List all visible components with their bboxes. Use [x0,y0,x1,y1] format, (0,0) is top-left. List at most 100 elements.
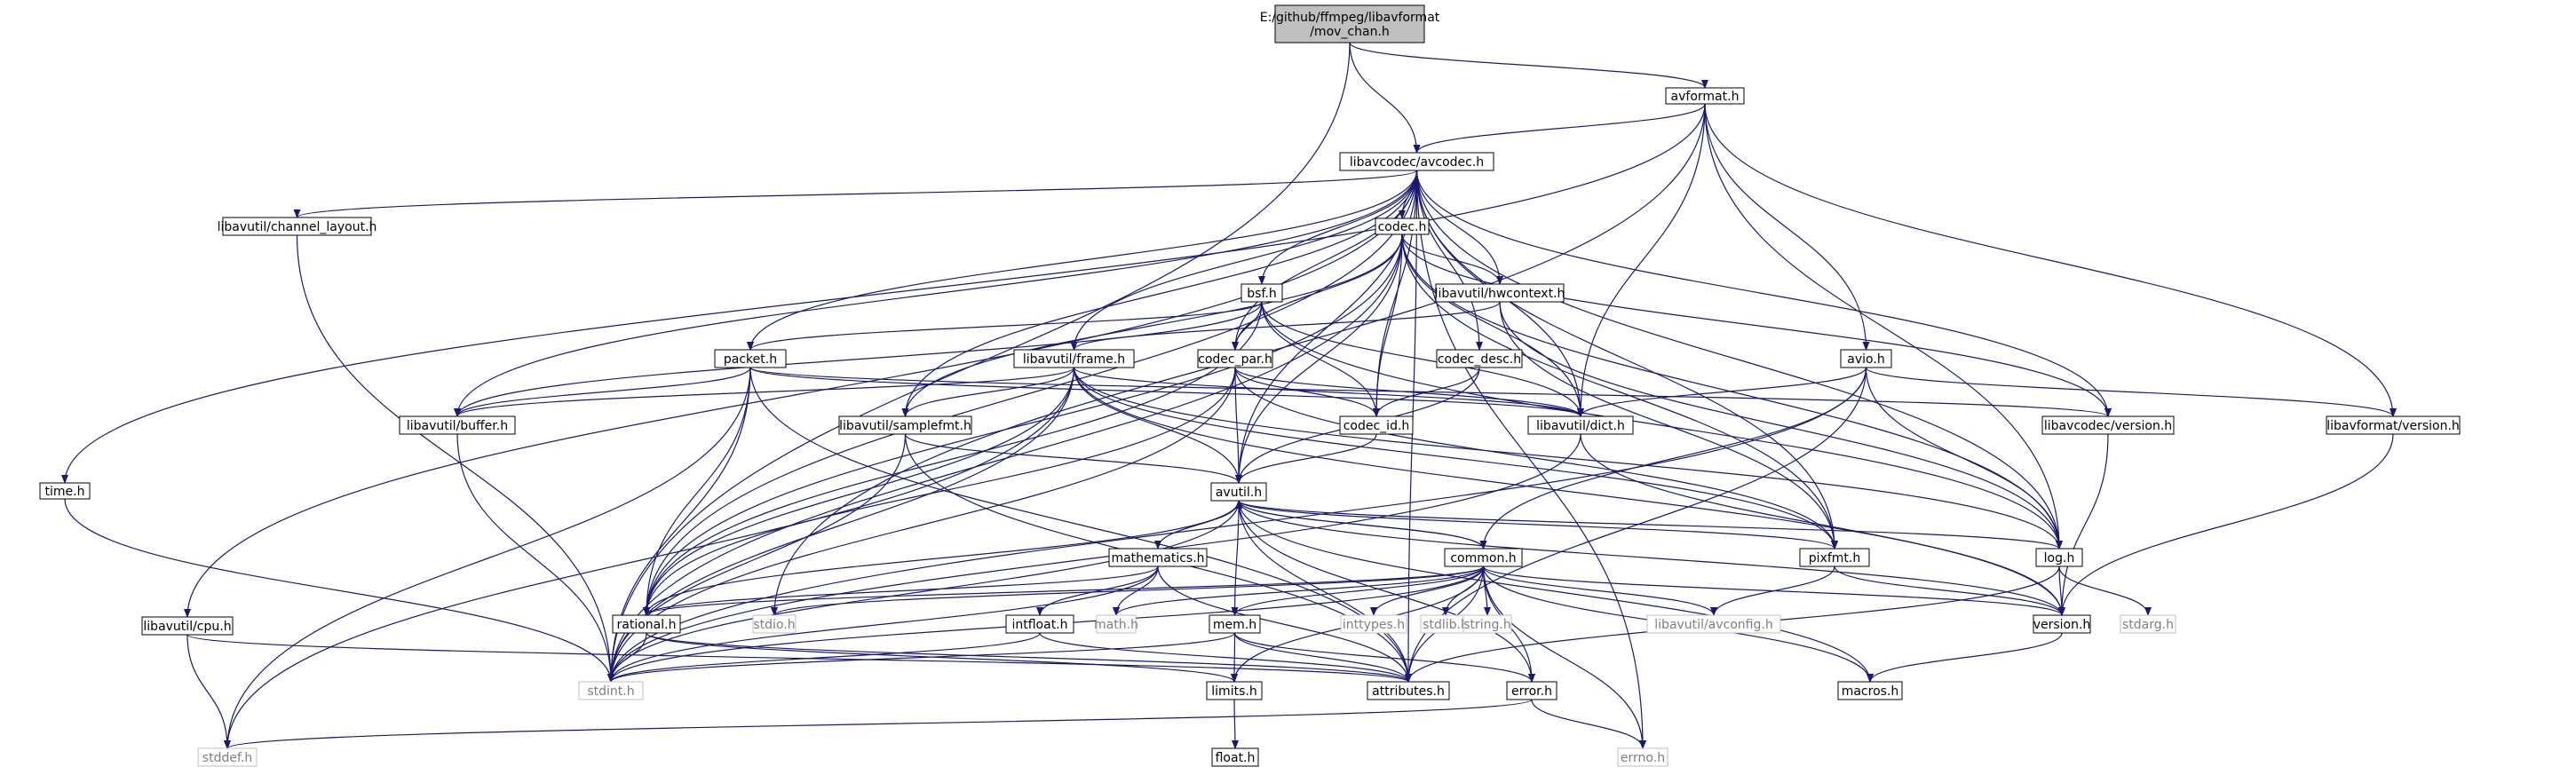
node-lavf-version[interactable]: libavformat/version.h [2326,415,2461,435]
node-box [1211,747,1259,767]
node-intfloat[interactable]: intfloat.h [1005,614,1074,634]
edge-avcodec-to-codec_par [1232,170,1418,351]
node-codec-id[interactable]: codec_id.h [1339,415,1414,435]
node-label: rational.h [617,618,677,632]
edge-avutil-to-error [1238,500,1535,683]
edge-cpu-to-stddef [186,634,231,749]
node-label: errno.h [1621,751,1665,765]
node-hwcontext[interactable]: libavutil/hwcontext.h [1435,283,1565,303]
node-box [714,349,787,368]
edge-samplefmt-to-stdint [607,433,907,683]
node-box [1210,482,1267,502]
edge-mathematics-to-attributes [1157,565,1412,683]
node-limits[interactable]: limits.h [1206,681,1263,700]
edge-common-to-inttypes [1370,565,1485,616]
node-rational[interactable]: rational.h [612,614,681,634]
node-box [2120,614,2176,634]
edge-rational-to-limits [646,632,1238,683]
edge-codec-to-hwcontext [1401,233,1503,285]
node-bsf[interactable]: bsf.h [1240,283,1283,303]
edge-bsf-to-buffer [454,301,1263,417]
node-pixfmt[interactable]: pixfmt.h [1799,548,1870,567]
edge-rational-to-attributes [646,632,1412,683]
node-label: libavutil/avconfig.h [1654,618,1772,632]
node-box [1462,614,1512,634]
node-box [1096,614,1137,634]
edge-mathematics-to-stdint [607,565,1159,683]
node-box [1444,548,1523,567]
node-avformat[interactable]: avformat.h [1665,87,1745,105]
node-codec-par[interactable]: codec_par.h [1197,349,1273,368]
node-root[interactable]: E:/github/ffmpeg/libavformat/mov_chan.h [1260,4,1440,43]
node-box [197,747,258,767]
node-box [752,614,797,634]
node-label: attributes.h [1372,684,1445,699]
node-label: libavcodec/avcodec.h [1350,155,1484,170]
edge-avcodec-to-lavc_version [1415,170,2112,417]
edge-log-to-version [2057,565,2065,616]
node-label: common.h [1450,551,1516,565]
edge-common-to-mem [1231,565,1485,616]
node-mathematics[interactable]: mathematics.h [1108,548,1208,567]
node-label: intfloat.h [1011,618,1067,632]
node-common[interactable]: common.h [1444,548,1523,567]
edge-common-to-stdio [771,565,1485,616]
node-float[interactable]: float.h [1211,747,1259,767]
node-label: codec_par.h [1198,352,1272,367]
edge-common-to-math [1113,565,1485,616]
edge-hwcontext-to-pixfmt [1499,301,1838,550]
edge-codec-to-rational [643,233,1403,616]
node-label: libavutil/channel_layout.h [218,220,377,234]
node-codec[interactable]: codec.h [1375,217,1430,235]
edge-avcodec-to-log [1415,170,2063,550]
node-box [1646,614,1781,634]
node-log[interactable]: log.h [2035,548,2083,567]
node-avcodec[interactable]: libavcodec/avcodec.h [1339,152,1494,171]
edge-version-to-macros [1867,632,2063,683]
node-avio[interactable]: avio.h [1840,349,1892,368]
node-label: libavcodec/version.h [2044,419,2172,433]
node-dict[interactable]: libavutil/dict.h [1527,415,1634,435]
node-version[interactable]: version.h [2033,614,2091,634]
edge-common-to-rational [643,565,1485,616]
node-stdlib: stdlib.h [1420,614,1471,634]
node-frame[interactable]: libavutil/frame.h [1013,349,1135,368]
node-packet[interactable]: packet.h [714,349,787,368]
node-label: stdio.h [753,618,795,632]
node-lavc-version[interactable]: libavcodec/version.h [2041,415,2175,435]
node-samplefmt[interactable]: libavutil/samplefmt.h [838,415,972,435]
edge-avcodec-to-bsf [1258,170,1418,285]
node-label: stddef.h [202,751,252,765]
node-box [2035,548,2083,567]
node-inttypes: inttypes.h [1340,614,1407,634]
edge-mem-to-limits [1231,632,1239,683]
edge-cpu-to-attributes [186,634,1412,683]
edge-lavc_version-to-version [2058,433,2109,616]
node-box [2326,415,2461,435]
edge-common-to-avconfig [1482,565,1717,616]
node-attributes[interactable]: attributes.h [1367,681,1450,700]
node-buffer[interactable]: libavutil/buffer.h [399,415,516,435]
node-label: codec_id.h [1343,419,1410,433]
node-time[interactable]: time.h [39,482,91,500]
node-box [141,616,234,636]
node-box [1375,217,1430,235]
node-avutil[interactable]: avutil.h [1210,482,1267,502]
edge-codec-to-codec_par [1232,233,1403,351]
edge-codec_desc-to-codec_id [1373,367,1480,417]
node-error[interactable]: error.h [1506,681,1557,700]
node-cpu[interactable]: libavutil/cpu.h [141,616,234,636]
edge-frame-to-samplefmt [901,367,1075,417]
edge-codec-to-dict [1401,233,1584,417]
node-label: libavutil/hwcontext.h [1435,287,1565,301]
edge-avformat-to-avcodec [1413,103,1706,154]
node-channel-layout[interactable]: libavutil/channel_layout.h [218,217,377,236]
edge-avformat-to-avio [1704,103,1870,351]
node-mem[interactable]: mem.h [1209,614,1261,634]
node-label: error.h [1511,684,1552,699]
edge-avutil-to-pixfmt [1238,500,1838,550]
node-macros[interactable]: macros.h [1837,681,1903,700]
node-codec-desc[interactable]: codec_desc.h [1436,349,1523,368]
node-box [1340,614,1407,634]
